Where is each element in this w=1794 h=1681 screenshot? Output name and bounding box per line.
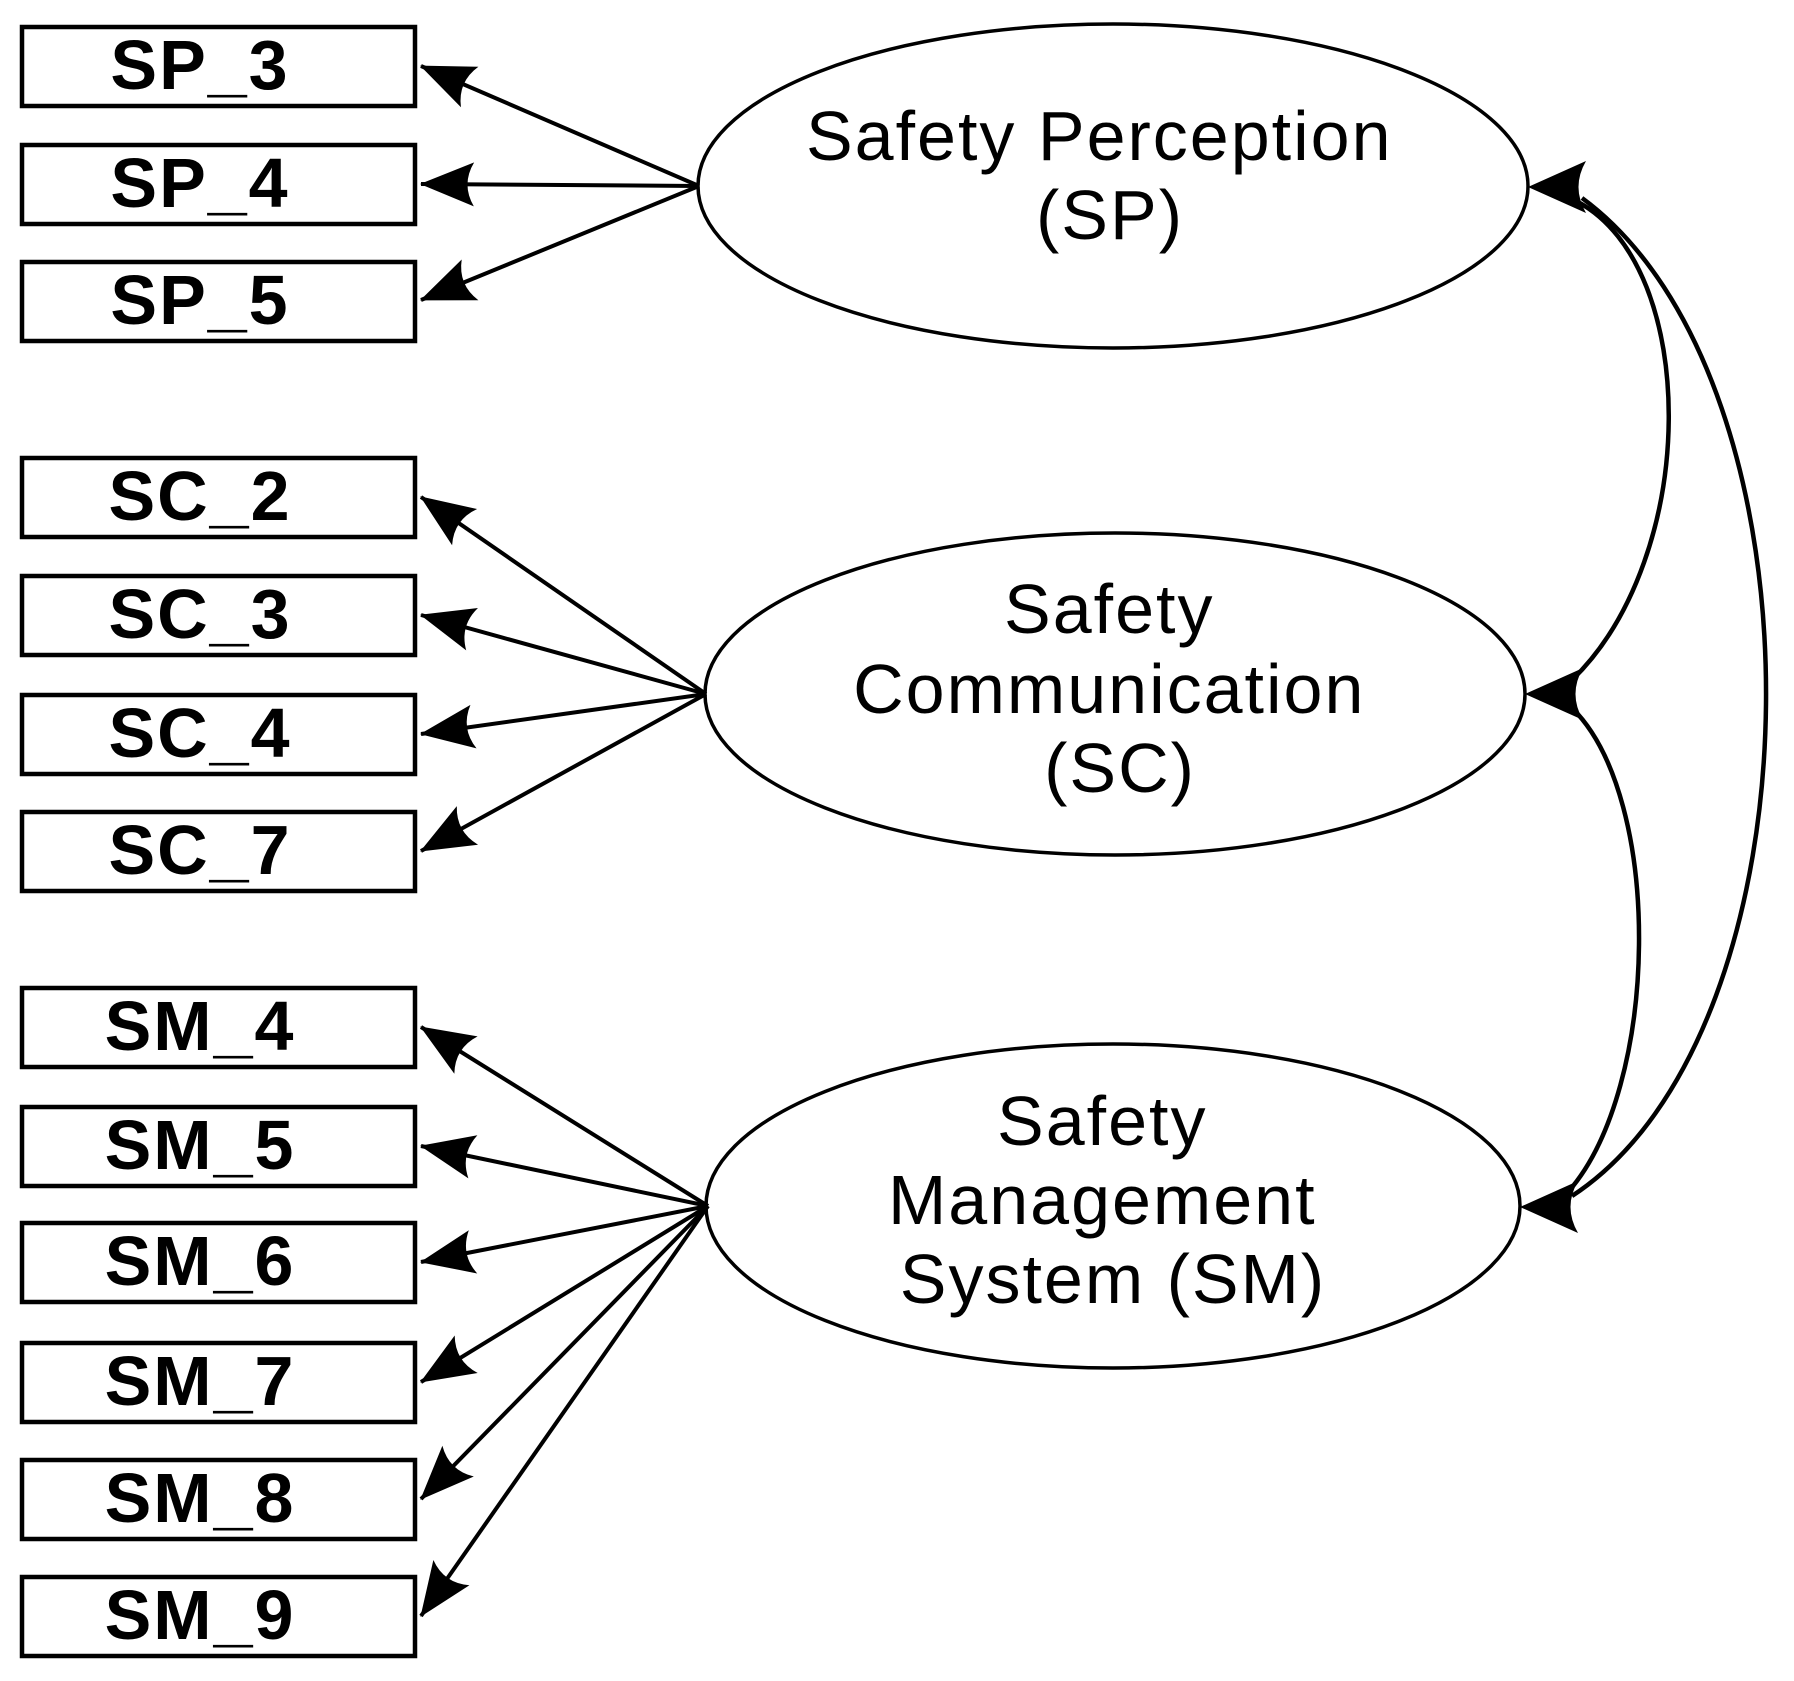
indicator-label-sc_3: SC_3 bbox=[108, 575, 291, 653]
loading-arrow-sc-sc_7 bbox=[420, 692, 707, 853]
latent-label-sm-line3: System (SM) bbox=[900, 1240, 1326, 1318]
indicator-box-sp_5 bbox=[19, 259, 418, 344]
latent-label-sm: Safety Management System (SM) bbox=[888, 1082, 1338, 1318]
indicator-box-sm_4 bbox=[19, 985, 418, 1070]
latent-label-sc-line1: Safety bbox=[1004, 570, 1214, 648]
indicator-label-sm_7: SM_7 bbox=[105, 1342, 296, 1420]
covariance-arrowhead-sp bbox=[1528, 161, 1586, 213]
covariance-curve-sc-sm bbox=[1566, 706, 1642, 1194]
indicator-box-sm_8 bbox=[19, 1457, 418, 1542]
indicator-label-sm_4: SM_4 bbox=[105, 987, 296, 1065]
loading-arrow-sm-sm_7 bbox=[419, 1204, 710, 1384]
latent-label-sc: Safety Communication (SC) bbox=[853, 570, 1387, 807]
indicator-label-sc_7: SC_7 bbox=[108, 811, 291, 889]
loading-arrow-sc-sc_4 bbox=[420, 692, 707, 749]
covariance-curve-sp-sc bbox=[1570, 200, 1671, 682]
loading-arrow-sc-sc_2 bbox=[419, 495, 708, 696]
indicator-box-sp_4 bbox=[19, 142, 418, 227]
indicator-label-sm_9: SM_9 bbox=[105, 1576, 296, 1654]
indicator-label-sp_3: SP_3 bbox=[110, 26, 289, 104]
indicator-box-sc_2 bbox=[19, 455, 418, 540]
latent-label-sp-line1: Safety Perception bbox=[806, 97, 1393, 175]
indicator-label-sc_4: SC_4 bbox=[108, 694, 291, 772]
indicator-box-sm_9 bbox=[19, 1574, 418, 1659]
latent-label-sp-line2: (SP) bbox=[1036, 176, 1184, 254]
loading-arrow-sp-sp_5 bbox=[420, 184, 700, 302]
indicator-box-sm_7 bbox=[19, 1340, 418, 1425]
indicator-box-sm_6 bbox=[19, 1220, 418, 1305]
indicator-box-sc_3 bbox=[19, 573, 418, 658]
latent-label-sm-line1: Safety bbox=[997, 1082, 1207, 1160]
covariance-arrows bbox=[1520, 161, 1769, 1233]
loading-arrow-sm-sm_9 bbox=[419, 1204, 710, 1618]
latent-label-sc-line2: Communication bbox=[853, 650, 1365, 728]
indicator-labels: SP_3 SP_4 SP_5 SC_2 SC_3 SC_4 SC_7 SM_4 … bbox=[105, 26, 296, 1654]
indicator-label-sp_4: SP_4 bbox=[110, 144, 289, 222]
indicator-label-sm_5: SM_5 bbox=[105, 1106, 296, 1184]
indicator-label-sm_8: SM_8 bbox=[105, 1459, 296, 1537]
latent-label-sm-line2: Management bbox=[888, 1161, 1317, 1239]
loading-arrow-sp-sp_3 bbox=[420, 64, 700, 188]
indicator-label-sc_2: SC_2 bbox=[108, 457, 291, 535]
loading-arrow-sp-sp_4 bbox=[420, 162, 700, 207]
loading-arrow-sm-sm_6 bbox=[420, 1204, 709, 1274]
indicator-label-sm_6: SM_6 bbox=[105, 1222, 296, 1300]
indicator-box-sc_4 bbox=[19, 692, 418, 777]
indicator-box-sc_7 bbox=[19, 809, 418, 894]
latent-ellipses bbox=[696, 22, 1530, 1370]
latent-label-sp: Safety Perception (SP) bbox=[806, 97, 1414, 254]
loading-arrow-sm-sm_8 bbox=[419, 1204, 710, 1501]
loading-arrow-sc-sc_3 bbox=[420, 607, 707, 696]
latent-labels: Safety Perception (SP) Safety Communicat… bbox=[806, 97, 1414, 1318]
indicator-label-sp_5: SP_5 bbox=[110, 261, 289, 339]
covariance-arrowhead-sc bbox=[1525, 668, 1583, 720]
loading-arrow-sm-sm_5 bbox=[420, 1135, 709, 1208]
loading-arrows bbox=[419, 64, 710, 1618]
indicator-boxes bbox=[19, 24, 418, 1659]
loading-arrow-sm-sm_4 bbox=[419, 1025, 710, 1208]
covariance-arrowhead-sm bbox=[1520, 1181, 1578, 1233]
indicator-box-sp_3 bbox=[19, 24, 418, 109]
latent-label-sc-line3: (SC) bbox=[1044, 729, 1196, 807]
indicator-box-sm_5 bbox=[19, 1104, 418, 1189]
covariance-curve-sp-sm bbox=[1570, 196, 1769, 1198]
